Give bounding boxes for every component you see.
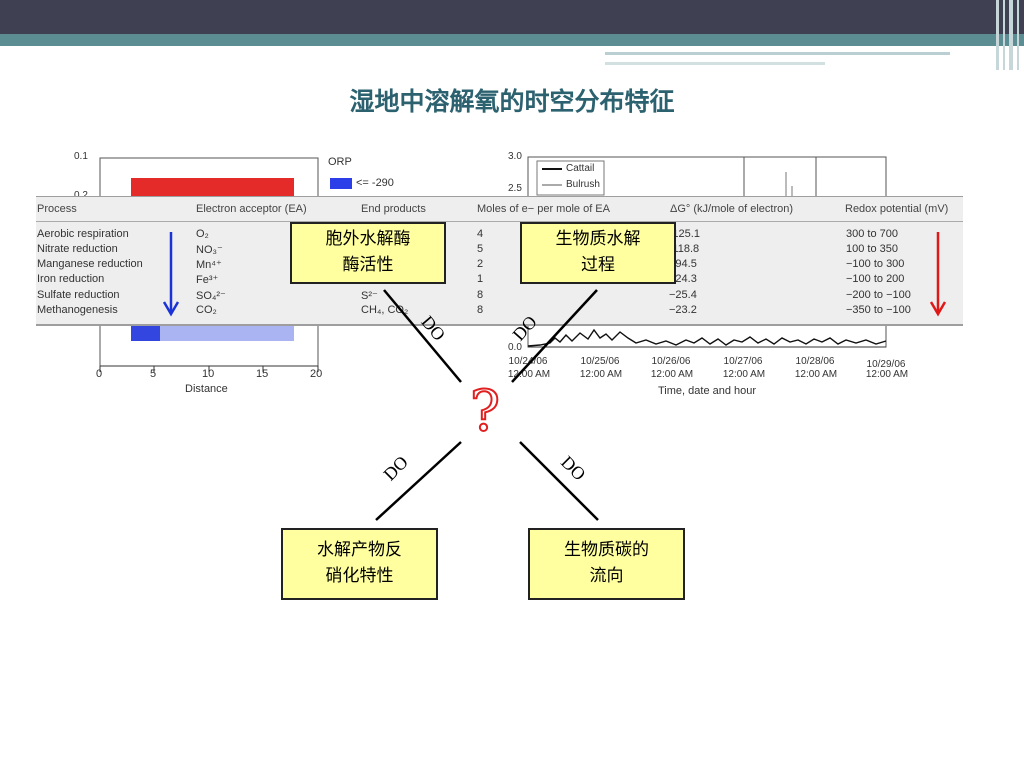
- blue-down-arrow-head: [162, 301, 180, 317]
- right-legend-bulrush: Bulrush: [566, 179, 600, 190]
- table-cell-redox: −350 to −100: [846, 304, 911, 316]
- box-line: 酶活性: [342, 255, 394, 275]
- right-xtick-date: 10/28/06: [795, 356, 835, 367]
- table-cell-process: Aerobic respiration: [37, 228, 129, 240]
- table-header: End products: [361, 203, 426, 215]
- header-stripe: [605, 52, 950, 55]
- box-line: 生物质碳的: [564, 540, 649, 560]
- table-cell-process: Iron reduction: [37, 273, 105, 285]
- right-xtick-time: 12:00 AM: [579, 369, 623, 380]
- box-carbon-flow: 生物质碳的 流向: [528, 528, 685, 600]
- table-cell-process: Manganese reduction: [37, 258, 143, 270]
- legend-entry: <= -290: [356, 177, 394, 189]
- left-xtick: 0: [96, 368, 103, 380]
- table-cell-moles: 8: [477, 304, 484, 316]
- table-cell-acceptor: CO₂: [196, 304, 217, 316]
- table-cell-moles: 4: [477, 228, 484, 240]
- table-cell-redox: −200 to −100: [846, 289, 911, 301]
- header-accent-bar: [0, 34, 1024, 46]
- table-header: Redox potential (mV): [845, 203, 949, 215]
- box-line: 胞外水解酶: [325, 229, 411, 249]
- table-cell-moles: 8: [477, 289, 484, 301]
- box-line: 过程: [581, 255, 615, 275]
- box-extracellular-enzyme: 胞外水解酶 酶活性: [290, 222, 446, 284]
- table-header-divider: [36, 221, 963, 222]
- legend-swatch: [330, 178, 352, 189]
- connector-bottom-left: [375, 441, 462, 521]
- left-xtick: 15: [256, 368, 269, 380]
- right-xtick-time: 12:00 AM: [507, 369, 551, 380]
- header-stripe: [605, 62, 825, 65]
- left-xlabel: Distance: [185, 383, 228, 395]
- table-cell-acceptor: O₂: [196, 228, 209, 240]
- table-cell-redox: 300 to 700: [846, 228, 898, 240]
- box-denitrification: 水解产物反 硝化特性: [281, 528, 438, 600]
- table-header: Electron acceptor (EA): [196, 203, 307, 215]
- right-xtick-time: 12:00 AM: [794, 369, 838, 380]
- orp-low-band-light: [160, 323, 294, 341]
- table-cell-process: Nitrate reduction: [37, 243, 118, 255]
- table-cell-end-product: CH₄, CO₂: [361, 304, 409, 316]
- box-biomass-hydrolysis: 生物质水解 过程: [520, 222, 676, 284]
- right-ytick: 0.0: [508, 342, 522, 353]
- table-header: Process: [37, 203, 77, 215]
- table-cell-process: Methanogenesis: [37, 304, 118, 316]
- connector-top-left: [383, 289, 462, 383]
- table-cell-dg: −23.2: [669, 304, 697, 316]
- table-cell-moles: 2: [477, 258, 484, 270]
- box-line: 流向: [589, 566, 624, 586]
- legend-title: ORP: [328, 156, 352, 168]
- right-xtick-date: 10/27/06: [723, 356, 763, 367]
- right-xtick-time: 12:00 AM: [722, 369, 766, 380]
- box-line: 硝化特性: [325, 566, 394, 586]
- table-header: ΔG° (kJ/mole of electron): [670, 203, 794, 215]
- table-cell-process: Sulfate reduction: [37, 289, 120, 301]
- table-cell-moles: 1: [477, 273, 484, 285]
- orp-high-band: [131, 178, 294, 196]
- table-cell-dg: −25.4: [669, 289, 697, 301]
- right-xtick-time: 12:00 AM: [865, 369, 909, 380]
- table-header: Moles of e− per mole of EA: [477, 203, 610, 215]
- redox-table: Process Electron acceptor (EA) End produ…: [36, 196, 963, 326]
- box-line: 生物质水解: [555, 229, 641, 249]
- table-cell-redox: −100 to 300: [846, 258, 905, 270]
- right-xtick-date: 10/24/06: [508, 356, 548, 367]
- left-ytick: 0.1: [74, 151, 88, 162]
- right-ytick: 2.5: [508, 183, 522, 194]
- table-cell-acceptor: Mn⁴⁺: [196, 259, 222, 271]
- table-cell-moles: 5: [477, 243, 484, 255]
- question-mark-icon: ?: [469, 379, 501, 444]
- left-xtick: 20: [310, 368, 323, 380]
- connector-top-right: [511, 289, 598, 383]
- header-bar: [0, 0, 1024, 34]
- right-legend-box: [536, 160, 605, 196]
- left-xtick: 10: [202, 368, 215, 380]
- right-xlabel: Time, date and hour: [658, 385, 757, 397]
- table-cell-acceptor: Fe³⁺: [196, 274, 219, 286]
- right-legend-cattail: Cattail: [566, 163, 595, 174]
- table-cell-redox: −100 to 200: [846, 273, 905, 285]
- right-xtick-date: 10/25/06: [580, 356, 620, 367]
- right-xtick-date: 10/29/06: [866, 359, 906, 370]
- red-down-arrow-head: [929, 301, 947, 317]
- left-xtick: 5: [150, 368, 157, 380]
- box-line: 水解产物反: [317, 540, 402, 560]
- connector-bottom-right: [519, 441, 599, 521]
- left-ytick: 0.2: [74, 190, 88, 201]
- table-cell-acceptor: SO₄²⁻: [196, 290, 226, 302]
- right-ytick: 3.0: [508, 151, 522, 162]
- right-xtick-date: 10/26/06: [651, 356, 691, 367]
- table-cell-end-product: S²⁻: [361, 290, 378, 302]
- header-decoration: [996, 0, 1019, 70]
- table-cell-redox: 100 to 350: [846, 243, 898, 255]
- right-xtick-time: 12:00 AM: [650, 369, 694, 380]
- cattail-series: [527, 328, 887, 347]
- table-cell-acceptor: NO₃⁻: [196, 244, 223, 256]
- slide-title: 湿地中溶解氧的时空分布特征: [349, 87, 675, 116]
